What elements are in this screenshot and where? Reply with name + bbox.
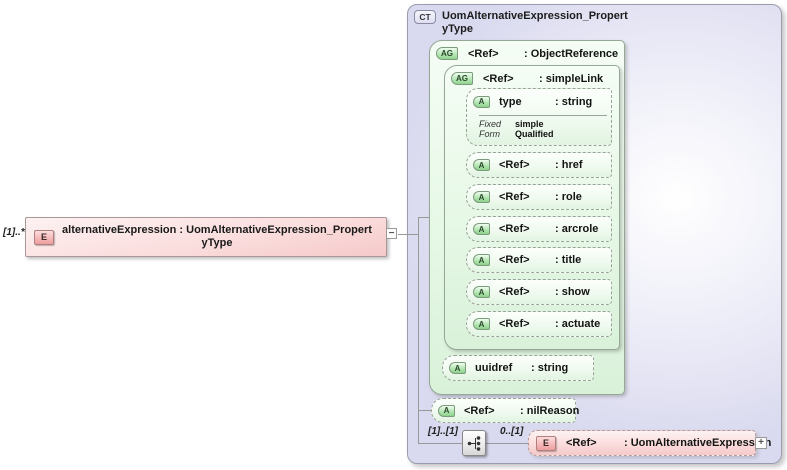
attribute-name: <Ref>: [499, 254, 530, 266]
attribute-name: <Ref>: [499, 223, 530, 235]
attribute-box-show[interactable]: A <Ref> : show: [466, 279, 612, 305]
complex-type-title-line1: UomAlternativeExpression_Propert: [442, 10, 628, 22]
attribute-group-icon: AG: [451, 72, 473, 85]
ref-label: <Ref>: [468, 47, 499, 60]
element-ref-box-uomalternativeexpression[interactable]: E <Ref> : UomAlternativeExpression: [528, 430, 771, 456]
attribute-group-header: AG <Ref> : simpleLink: [451, 72, 603, 85]
type-label: : UomAlternativeExpression: [624, 437, 772, 449]
attribute-group-header: AG <Ref> : ObjectReference: [436, 47, 618, 60]
attribute-type: : show: [555, 286, 590, 298]
fact-label-fixed: Fixed: [479, 119, 502, 129]
element-label: alternativeExpression : UomAlternativeEx…: [54, 224, 386, 250]
attribute-icon: A: [473, 95, 490, 108]
element-icon: E: [34, 229, 54, 245]
attribute-icon: A: [438, 404, 455, 417]
connector-line: [418, 443, 462, 444]
sequence-cardinality-right: 0..[1]: [500, 426, 524, 437]
fact-value-form: Qualified: [515, 129, 554, 139]
facts-separator: [479, 115, 607, 116]
fact-value-fixed: simple: [515, 119, 544, 129]
fact-row-form: Form Qualified: [479, 129, 611, 139]
element-box-alternativeexpression[interactable]: E alternativeExpression : UomAlternative…: [25, 217, 387, 257]
element-icon: E: [536, 435, 556, 451]
ref-label: <Ref>: [566, 437, 597, 449]
element-cardinality-label: [1]..*: [3, 227, 25, 238]
fact-row-fixed: Fixed simple: [479, 119, 611, 129]
attribute-icon: A: [473, 159, 490, 171]
collapse-toggle[interactable]: −: [386, 228, 397, 239]
attribute-name: <Ref>: [464, 404, 495, 417]
attribute-type: : title: [555, 254, 582, 266]
ref-label: <Ref>: [483, 72, 514, 85]
complex-type-icon: CT: [414, 10, 436, 24]
attribute-icon: A: [449, 362, 466, 374]
connector-line: [418, 217, 419, 444]
sequence-compositor-button[interactable]: [462, 430, 486, 456]
attribute-type: : arcrole: [555, 223, 599, 235]
attribute-group-icon: AG: [436, 47, 458, 60]
element-label-line2: yType: [201, 237, 233, 249]
attribute-name: type: [499, 95, 522, 108]
attribute-box-type[interactable]: A type : string Fixed simple Form Qualif…: [466, 88, 612, 146]
attribute-name: <Ref>: [499, 318, 530, 330]
attribute-type: : string: [555, 95, 593, 108]
attribute-box-title[interactable]: A <Ref> : title: [466, 247, 612, 273]
connector-line: [418, 410, 431, 411]
attribute-type: : nilReason: [520, 404, 580, 417]
fact-label-form: Form: [479, 129, 500, 139]
complex-type-title-line2: yType: [442, 23, 473, 35]
connector-line: [398, 234, 418, 235]
attribute-type: : string: [531, 362, 569, 374]
attribute-name: uuidref: [475, 362, 513, 374]
attribute-box-role[interactable]: A <Ref> : role: [466, 184, 612, 210]
type-label: : ObjectReference: [524, 47, 619, 60]
attribute-box-arcrole[interactable]: A <Ref> : arcrole: [466, 216, 612, 242]
attribute-icon: A: [473, 318, 490, 330]
sequence-cardinality-left: [1]..[1]: [428, 426, 458, 437]
expand-toggle[interactable]: +: [755, 437, 767, 449]
connector-line: [418, 217, 429, 218]
attribute-name: <Ref>: [499, 191, 530, 203]
attribute-icon: A: [473, 223, 490, 235]
attribute-name: <Ref>: [499, 159, 530, 171]
attribute-box-uuidref[interactable]: A uuidref : string: [442, 355, 594, 381]
attribute-icon: A: [473, 286, 490, 298]
attribute-type: : href: [555, 159, 583, 171]
attribute-box-nilreason[interactable]: A <Ref> : nilReason: [431, 398, 580, 423]
attribute-name: <Ref>: [499, 286, 530, 298]
attribute-icon: A: [473, 254, 490, 266]
attribute-row: A type : string: [467, 89, 611, 114]
attribute-box-actuate[interactable]: A <Ref> : actuate: [466, 311, 612, 337]
attribute-box-href[interactable]: A <Ref> : href: [466, 152, 612, 178]
attribute-type: : role: [555, 191, 582, 203]
type-label: : simpleLink: [539, 72, 604, 85]
attribute-type: : actuate: [555, 318, 601, 330]
sequence-icon: [467, 435, 480, 451]
connector-line: [486, 443, 528, 444]
attribute-icon: A: [473, 191, 490, 203]
element-label-line1: alternativeExpression : UomAlternativeEx…: [62, 224, 372, 236]
complex-type-title: UomAlternativeExpression_Propert yType: [442, 10, 628, 36]
